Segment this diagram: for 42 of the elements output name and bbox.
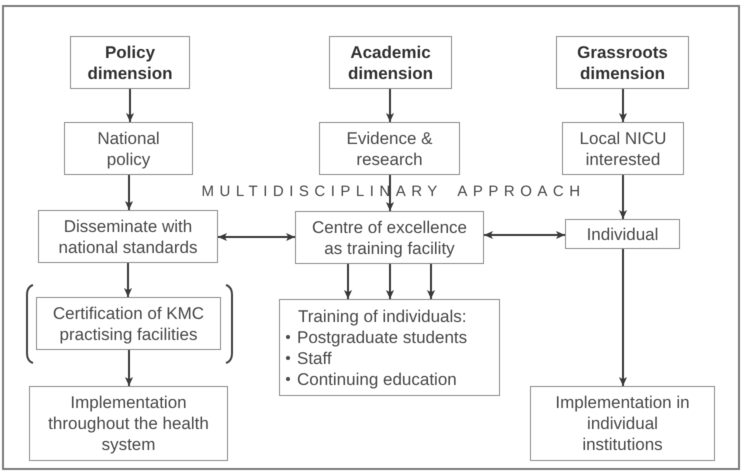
process-box [64, 122, 193, 175]
process-box [29, 386, 228, 461]
step-text: Evidence & research [346, 128, 434, 170]
process-box [562, 122, 684, 175]
step-text: Training of individuals: [297, 306, 467, 326]
process-box [530, 386, 715, 461]
process-box [36, 297, 221, 350]
step-text: Centre of excellence as training facility [311, 216, 468, 258]
arrow [386, 89, 394, 122]
step-text: Individual [586, 224, 658, 244]
process-box [565, 219, 680, 249]
step-text: Implementation throughout the health system [47, 392, 210, 455]
list-item-text: Postgraduate students [297, 326, 468, 348]
double-arrow [484, 230, 565, 240]
double-arrow [218, 232, 295, 242]
arrow [124, 263, 132, 297]
arrow [344, 264, 352, 299]
process-box [70, 36, 190, 89]
heading-text: Policy dimension [86, 42, 174, 84]
arrow [618, 175, 628, 219]
arrow [124, 350, 134, 386]
heading-text: Academic dimension [346, 42, 434, 84]
process-box [295, 211, 484, 264]
process-box [319, 122, 460, 175]
process-box [279, 299, 500, 396]
arrow [386, 264, 394, 299]
heading-text: Grassroots dimension [576, 42, 669, 84]
step-text: Local NICU interested [578, 128, 668, 170]
step-text: Disseminate with national standards [58, 216, 198, 258]
step-text: National policy [96, 128, 161, 170]
list-item-text: Continuing education [297, 368, 457, 390]
process-box [556, 36, 689, 89]
list-item-text: Staff [297, 348, 332, 368]
step-text: Implementation in individual institutions [554, 392, 691, 455]
step-text: Certification of KMC practising facilities [52, 302, 206, 344]
arrow [426, 264, 436, 299]
arrow [126, 89, 134, 122]
arrow [618, 249, 628, 386]
arrow [124, 175, 134, 210]
process-box [329, 36, 452, 89]
arrow [618, 89, 628, 122]
process-box [38, 210, 218, 263]
